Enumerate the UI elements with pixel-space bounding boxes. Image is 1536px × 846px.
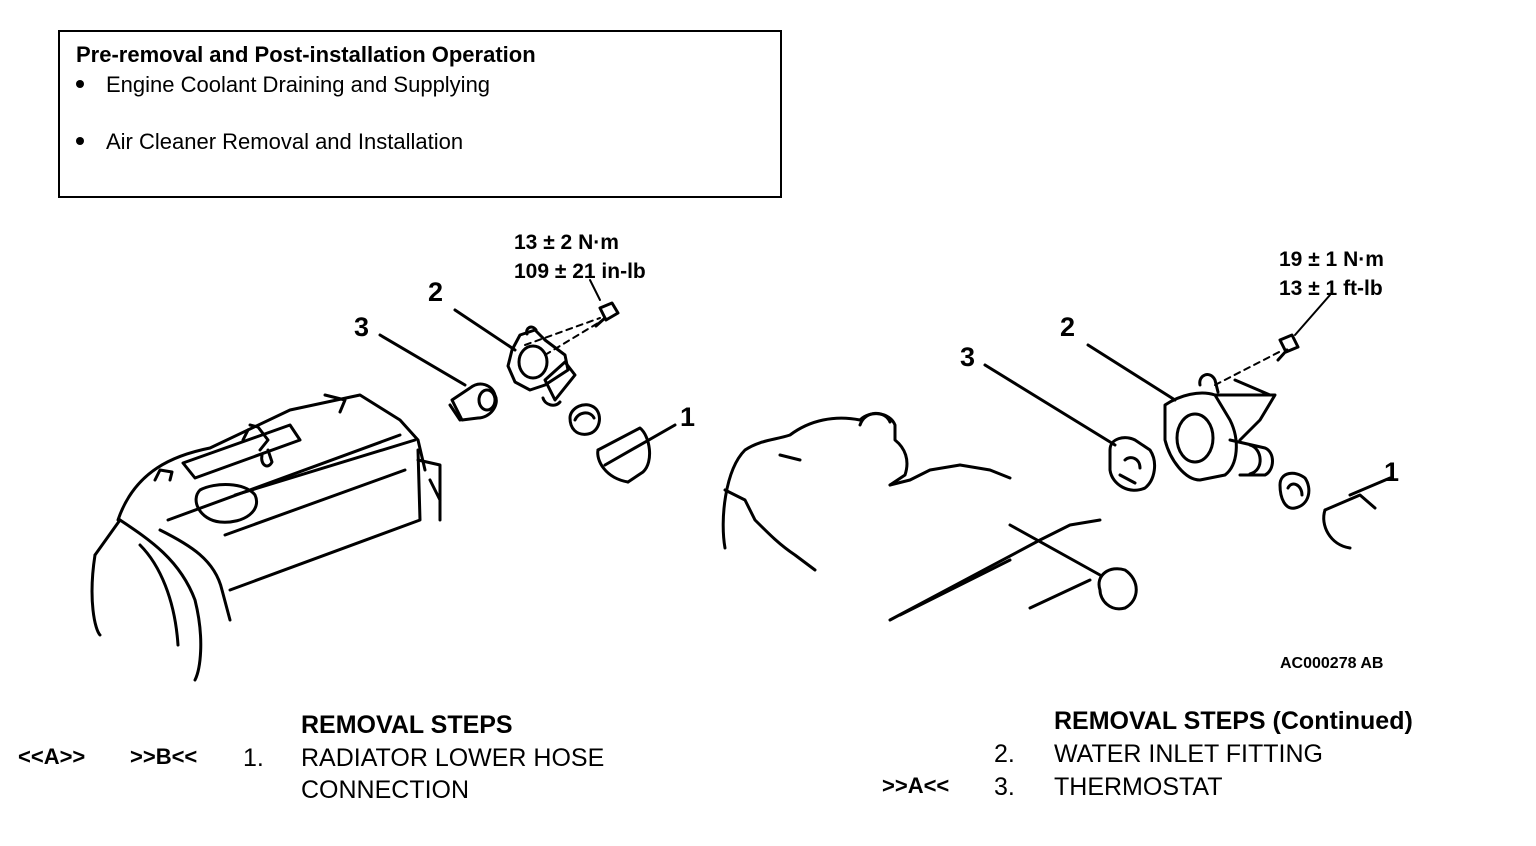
left-water-inlet-fitting-icon: [506, 325, 577, 407]
removal-steps-heading: REMOVAL STEPS: [301, 711, 513, 739]
right-torque-spec-metric: 19 ± 1 N·m: [1279, 248, 1384, 271]
pre-removal-title: Pre-removal and Post-installation Operat…: [76, 42, 536, 67]
right-water-inlet-fitting-icon: [1163, 373, 1277, 482]
step1-text-line1: RADIATOR LOWER HOSE: [301, 744, 605, 772]
callout-2-right: 2: [1060, 312, 1076, 342]
figure-reference-code: AC000278 AB: [1280, 655, 1384, 672]
right-thermostat-icon: [1108, 436, 1157, 492]
step3-text: THERMOSTAT: [1054, 773, 1223, 801]
pre-removal-item-text: Air Cleaner Removal and Installation: [106, 129, 464, 154]
callout-1-right: 1: [1384, 457, 1400, 487]
bullet-icon: [76, 80, 84, 89]
step1-ref-a: <<A>>: [18, 744, 86, 769]
pre-removal-box: Pre-removal and Post-installation Operat…: [58, 30, 782, 198]
left-hose-clamp-icon: [568, 403, 601, 436]
step1-number: 1.: [243, 744, 264, 772]
pre-removal-item: Engine Coolant Draining and Supplying: [76, 72, 490, 98]
right-bolt-icon: [1276, 333, 1300, 362]
left-hose-icon: [596, 426, 652, 484]
step1-ref-b: >>B<<: [130, 744, 198, 769]
callout-3-right: 3: [960, 342, 976, 372]
left-engine-illustration: [90, 393, 442, 682]
right-hose-clamp-icon: [1278, 471, 1311, 510]
step2-number: 2.: [994, 740, 1015, 768]
left-torque-spec-metric: 13 ± 2 N·m: [514, 231, 619, 254]
pre-removal-item: Air Cleaner Removal and Installation: [76, 129, 463, 155]
left-bolt-icon: [594, 301, 620, 328]
step2-text: WATER INLET FITTING: [1054, 740, 1323, 768]
pre-removal-item-text: Engine Coolant Draining and Supplying: [106, 72, 491, 97]
removal-steps-continued-heading: REMOVAL STEPS (Continued): [1054, 707, 1413, 735]
right-torque-spec-imperial: 13 ± 1 ft-lb: [1279, 277, 1383, 300]
step3-number: 3.: [994, 773, 1015, 801]
callout-3-left: 3: [354, 312, 370, 342]
right-engine-illustration: [721, 411, 1138, 622]
left-thermostat-icon: [448, 382, 498, 422]
callout-2-left: 2: [428, 277, 444, 307]
bullet-icon: [76, 137, 84, 146]
right-hose-icon: [1322, 493, 1377, 550]
callout-1-left: 1: [680, 402, 696, 432]
step3-ref: >>A<<: [882, 773, 950, 798]
left-torque-spec-imperial: 109 ± 21 in-lb: [514, 260, 646, 283]
step1-text-line2: CONNECTION: [301, 776, 470, 804]
